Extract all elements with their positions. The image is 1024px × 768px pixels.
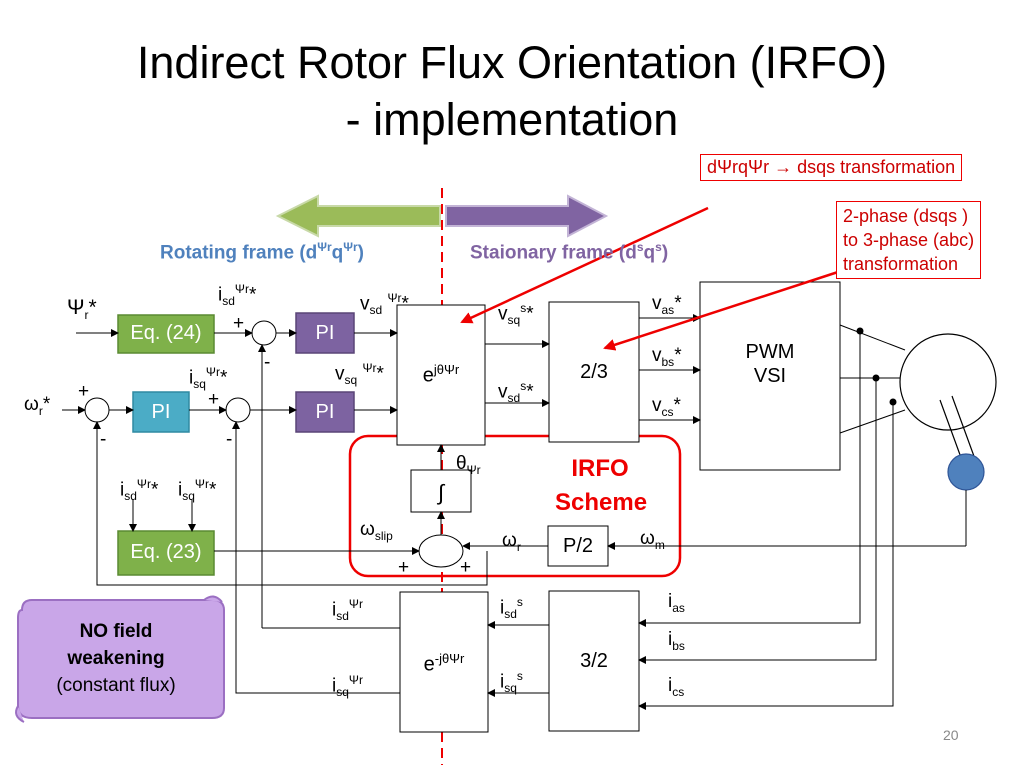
pi-speed-label: PI xyxy=(151,401,171,423)
isq-ref-label: isqΨr* xyxy=(189,365,228,392)
eq23-block xyxy=(117,530,215,576)
plus-sign: + xyxy=(398,557,410,578)
integrator-label: ∫ xyxy=(437,480,445,505)
pwm-vsi-block xyxy=(699,281,841,471)
vsds-label: vsds* xyxy=(498,379,534,406)
pi-d-block xyxy=(295,312,355,354)
isd-ref-label: isdΨr* xyxy=(218,282,257,309)
rotating-frame-arrow xyxy=(275,194,441,238)
scroll-note xyxy=(17,599,225,719)
minus-sign: - xyxy=(226,429,233,450)
isqs-label: isqs xyxy=(500,669,523,696)
omega-slip-label: ωslip xyxy=(360,519,393,543)
callout-rotation-transform: dΨrqΨr → dsqs transformation xyxy=(700,154,963,181)
omega-ref-label: ωr* xyxy=(24,394,51,418)
isds-label: isds xyxy=(500,595,523,622)
vbs-label: vbs* xyxy=(652,345,682,369)
omega-r-label: ωr xyxy=(502,530,521,554)
p2-label: P/2 xyxy=(562,535,594,557)
vcs-label: vcs* xyxy=(652,395,681,419)
pi-q-block xyxy=(295,391,355,433)
callout-phase-transform: 2-phase (dsqs ) to 3-phase (abc) transfo… xyxy=(836,201,982,279)
plus-sign: + xyxy=(233,313,245,334)
sum-isq xyxy=(225,397,251,423)
title-line-2: - implementation xyxy=(345,94,679,145)
isq-fb-label: isqΨr xyxy=(332,673,363,700)
title-line-1: Indirect Rotor Flux Orientation (IRFO) xyxy=(136,37,888,88)
plus-sign: + xyxy=(460,557,472,578)
theta-label: θΨr xyxy=(456,453,481,477)
ias-label: ias xyxy=(668,591,685,615)
vsq-ref-label: vsq Ψr* xyxy=(335,361,384,388)
rot-fwd-block xyxy=(396,304,486,446)
pi-speed-block xyxy=(132,391,190,433)
omega-m-label: ωm xyxy=(640,528,665,552)
vas-label: vas* xyxy=(652,293,682,317)
two-three-block xyxy=(548,301,640,443)
rot-inv-block xyxy=(399,591,489,733)
psi-ref-label: Ψr* xyxy=(67,296,97,323)
irfo-scheme-boundary xyxy=(348,434,682,578)
pi-d-label: PI xyxy=(315,322,335,344)
minus-sign: - xyxy=(100,429,107,450)
ics-label: ics xyxy=(668,675,685,699)
ibs-label: ibs xyxy=(668,629,685,653)
vsd-ref-label: vsd Ψr* xyxy=(360,291,409,318)
isq-ref-eq23-label: isqΨr* xyxy=(178,477,217,504)
isd-fb-label: isdΨr xyxy=(332,597,363,624)
minus-sign: - xyxy=(264,352,271,373)
vsqs-label: vsqs* xyxy=(498,301,534,328)
plus-sign: + xyxy=(208,389,220,410)
scroll-note-text: NO field weakening (constant flux) xyxy=(56,621,176,696)
rot-inv-label: e-jθΨr xyxy=(423,651,465,676)
rot-fwd-label: ejθΨr xyxy=(422,362,460,387)
page-title: Indirect Rotor Flux Orientation (IRFO) -… xyxy=(0,34,1024,148)
plus-sign: + xyxy=(78,381,90,402)
stationary-frame-arrow xyxy=(445,194,609,238)
page-number: 20 xyxy=(943,727,959,743)
isd-ref-eq23-label: isdΨr* xyxy=(120,477,159,504)
irfo-scheme-label: IRFO Scheme xyxy=(555,455,648,516)
speed-sensor xyxy=(947,453,985,491)
sum-slip xyxy=(418,534,464,568)
eq23-label: Eq. (23) xyxy=(130,541,202,563)
pi-q-label: PI xyxy=(315,401,335,423)
eq24-label: Eq. (24) xyxy=(130,322,202,344)
two-three-label: 2/3 xyxy=(580,361,608,383)
sum-flux xyxy=(251,320,277,346)
three-two-block xyxy=(548,590,640,732)
motor xyxy=(899,333,997,431)
stationary-frame-label: Staionary frame (dsqs) xyxy=(470,240,669,264)
three-two-label: 3/2 xyxy=(580,650,608,672)
eq24-block xyxy=(117,314,215,354)
rotating-frame-label: Rotating frame (dΨrqΨr) xyxy=(160,240,364,264)
